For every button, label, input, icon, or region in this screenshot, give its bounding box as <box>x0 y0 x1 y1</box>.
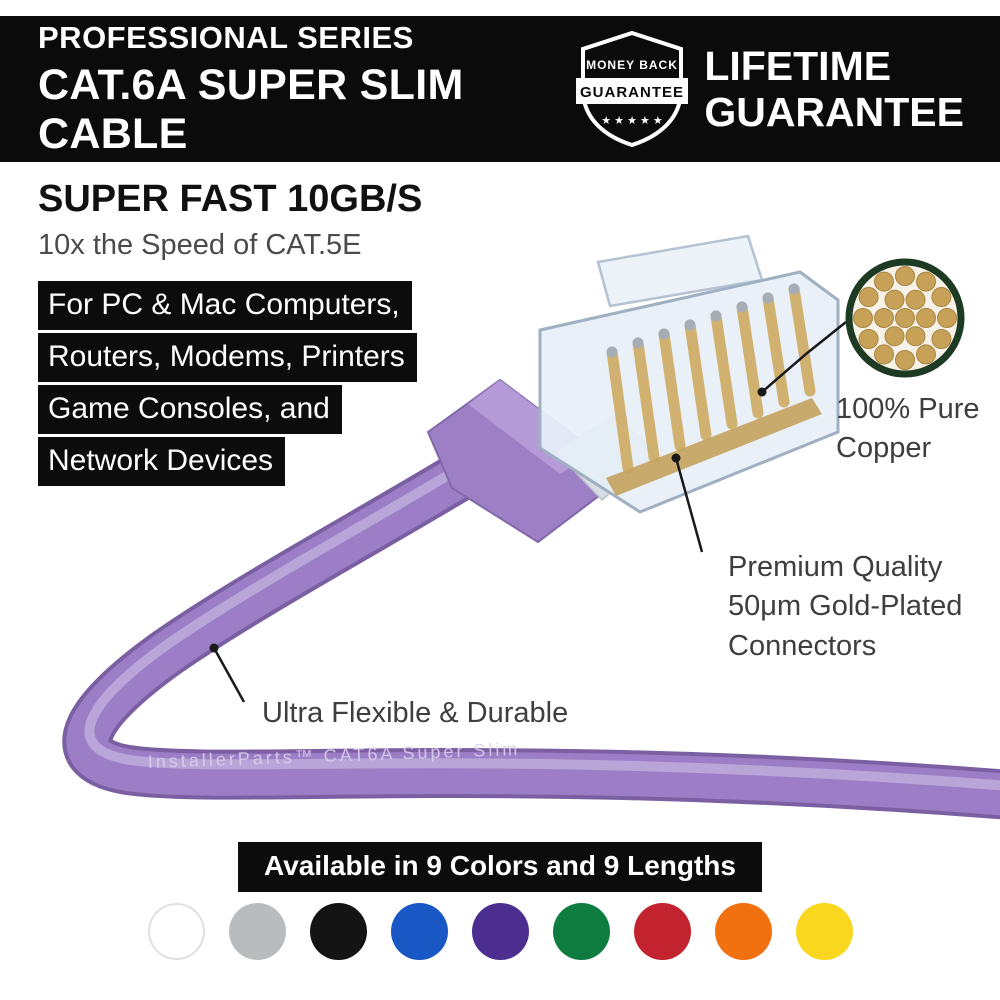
callout-dots <box>209 387 767 653</box>
rj45-connector <box>426 234 840 544</box>
color-swatch-row <box>0 903 1000 960</box>
lifetime-guarantee-heading: LIFETIME GUARANTEE <box>704 43 1000 136</box>
gold-contact-bar <box>606 398 822 496</box>
callout-line-gold <box>674 457 704 553</box>
series-label: PROFESSIONAL SERIES <box>38 19 414 55</box>
availability-banner: Available in 9 Colors and 9 Lengths <box>238 842 762 892</box>
copper-callout-label: 100% Pure Copper <box>836 390 980 469</box>
gold-callout-line2: 50μm Gold-Plated <box>728 590 963 623</box>
callout-line-flexible <box>212 647 246 703</box>
callout-line-copper <box>761 321 847 393</box>
color-swatch-blue <box>390 903 448 960</box>
banner-titles: PROFESSIONAL SERIES CAT.6A SUPER SLIM CA… <box>0 20 576 159</box>
product-title: CAT.6A SUPER SLIM CABLE <box>38 60 464 158</box>
flexible-callout-label: Ultra Flexible & Durable <box>262 697 569 729</box>
cable: InstallerParts™ CAT6A Super Slim <box>62 445 1000 820</box>
color-swatch-orange <box>714 903 772 960</box>
compatibility-line: Game Consoles, and <box>38 385 342 434</box>
copper-cross-section <box>845 258 965 378</box>
color-swatch-gray <box>228 903 286 960</box>
money-back-guarantee-badge: MONEY BACK GUARANTEE ★ ★ ★ ★ ★ <box>576 30 689 148</box>
color-swatch-red <box>633 903 691 960</box>
color-swatch-purple <box>471 903 529 960</box>
speed-subheadline: 10x the Speed of CAT.5E <box>38 229 362 261</box>
lifetime-line2: GUARANTEE <box>704 89 964 135</box>
compatibility-line: For PC & Mac Computers, <box>38 281 412 330</box>
copper-callout-line1: 100% Pure <box>836 393 980 425</box>
color-swatch-black <box>309 903 367 960</box>
copper-strands <box>853 266 957 370</box>
color-swatch-yellow <box>795 903 853 960</box>
compatibility-line: Routers, Modems, Printers <box>38 333 417 382</box>
badge-top-label: MONEY BACK <box>586 58 678 72</box>
color-swatch-white <box>147 903 205 960</box>
compatibility-line: Network Devices <box>38 437 286 486</box>
badge-ribbon-label: GUARANTEE <box>580 84 684 101</box>
wire-tips <box>606 283 800 358</box>
gold-callout-label: Premium Quality 50μm Gold-Plated Connect… <box>728 548 962 666</box>
copper-callout-line2: Copper <box>836 432 932 465</box>
compatibility-list: For PC & Mac Computers, Routers, Modems,… <box>38 281 417 489</box>
lifetime-line1: LIFETIME <box>704 42 892 89</box>
badge-ribbon <box>576 78 689 104</box>
callout-lines <box>212 321 847 703</box>
gold-pins <box>606 283 816 474</box>
header-banner: PROFESSIONAL SERIES CAT.6A SUPER SLIM CA… <box>0 16 1000 162</box>
gold-callout-line3: Connectors <box>728 629 877 662</box>
badge-stars: ★ ★ ★ ★ ★ <box>602 115 664 127</box>
color-swatch-green <box>552 903 610 960</box>
gold-callout-line1: Premium Quality <box>728 551 943 583</box>
cable-body <box>66 449 1000 816</box>
speed-headline: SUPER FAST 10GB/S <box>38 178 423 220</box>
